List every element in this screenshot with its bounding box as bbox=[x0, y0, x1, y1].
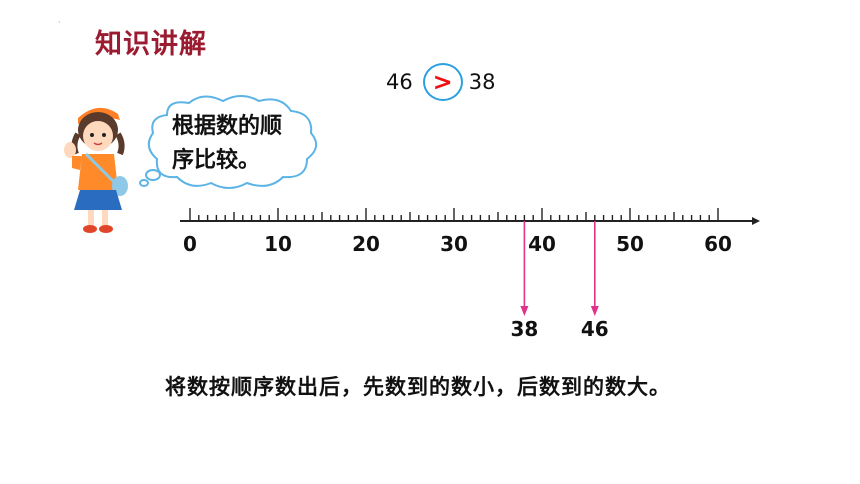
number-line-markers: 38 46 bbox=[510, 221, 609, 341]
comparison-sign-circle: > bbox=[422, 63, 463, 101]
comparison-sign: > bbox=[432, 68, 453, 96]
comparison-left-number: 46 bbox=[386, 70, 413, 94]
number-line-ticks bbox=[189, 208, 719, 221]
conclusion-statement: 将数按顺序数出后，先数到的数小，后数到的数大。 bbox=[165, 375, 671, 399]
comparison-right-number: 38 bbox=[468, 70, 496, 94]
marker-label: 38 bbox=[510, 317, 538, 341]
tick-label: 10 bbox=[264, 232, 292, 256]
number-line-labels: 0 10 20 30 40 50 60 bbox=[183, 232, 732, 256]
corner-mark: · bbox=[58, 18, 61, 27]
tick-label: 40 bbox=[528, 232, 556, 256]
thought-bubble-text: 根据数的顺 序比较。 bbox=[172, 110, 312, 178]
number-line-axis bbox=[180, 217, 760, 225]
page-title: 知识讲解 bbox=[95, 29, 207, 60]
thought-line-1: 根据数的顺 bbox=[172, 114, 283, 139]
marker-arrow-icon bbox=[520, 306, 529, 316]
tick-label: 0 bbox=[183, 232, 197, 256]
thought-line-2: 序比较。 bbox=[172, 148, 261, 173]
tick-label: 50 bbox=[616, 232, 644, 256]
marker-arrow-icon bbox=[590, 306, 599, 316]
thought-bubble bbox=[139, 95, 318, 189]
tick-label: 60 bbox=[704, 232, 732, 256]
axis-arrow-icon bbox=[752, 217, 760, 225]
marker-label: 46 bbox=[581, 317, 609, 341]
girl-illustration bbox=[64, 107, 128, 233]
comparison-expression: 46 > 38 bbox=[386, 63, 496, 101]
tick-label: 20 bbox=[352, 232, 380, 256]
tick-label: 30 bbox=[440, 232, 468, 256]
